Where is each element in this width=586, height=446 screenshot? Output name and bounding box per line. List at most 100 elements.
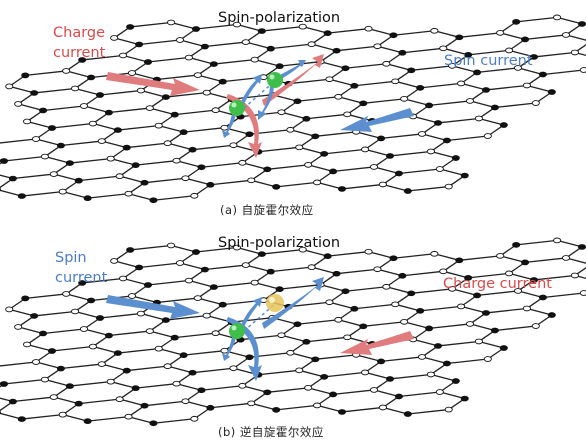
lattice-bond — [281, 334, 307, 343]
atom-filled — [350, 82, 359, 89]
lattice-bond — [443, 47, 469, 56]
atom-filled — [78, 57, 87, 63]
lattice-bond — [213, 281, 255, 288]
lattice-bond — [69, 157, 111, 164]
atom-filled — [332, 47, 341, 54]
atom-hollow — [145, 105, 154, 111]
atom-filled — [293, 98, 302, 105]
atom-hollow — [79, 326, 89, 332]
atom-hollow — [522, 305, 531, 312]
atom-hollow — [496, 30, 505, 36]
atom-hollow — [277, 332, 286, 339]
atom-filled — [191, 26, 201, 32]
lattice-bond — [195, 246, 237, 253]
atom-hollow — [154, 345, 163, 352]
spin-current-arrow — [106, 295, 200, 319]
lattice-bond — [373, 166, 400, 175]
atom-filled — [209, 61, 218, 67]
lattice-bond — [78, 175, 120, 182]
atom-filled — [170, 111, 179, 118]
atom-filled — [21, 295, 30, 302]
lattice-bond — [356, 131, 382, 140]
lattice-bond — [34, 310, 76, 317]
atom-hollow — [175, 260, 185, 266]
electron-ball-lower — [229, 323, 245, 339]
lattice-bond — [412, 338, 439, 347]
lattice-bond — [122, 54, 149, 63]
spin-current-label-line1: Spin — [55, 250, 87, 266]
lattice-bond — [434, 30, 460, 38]
lattice-bond — [533, 274, 575, 281]
atom-filled — [78, 280, 87, 286]
lattice-bond — [407, 185, 449, 192]
lattice-bond — [35, 138, 62, 147]
atom-hollow — [31, 136, 41, 142]
atom-hollow — [220, 124, 229, 131]
lattice-bond — [542, 292, 584, 299]
lattice-bond — [315, 131, 357, 137]
atom-hollow — [0, 410, 1, 415]
atom-filled — [74, 400, 83, 407]
atom-filled — [311, 356, 320, 363]
atom-hollow — [465, 321, 475, 327]
atom-filled — [188, 369, 197, 376]
lattice-bond — [245, 41, 271, 50]
atom-hollow — [444, 183, 453, 190]
atom-filled — [529, 54, 539, 60]
atom-hollow — [513, 65, 523, 71]
lattice-bond — [197, 74, 223, 83]
lattice-bond — [82, 54, 124, 61]
atom-hollow — [110, 35, 119, 41]
atom-hollow — [313, 179, 322, 186]
lattice-bond — [197, 297, 223, 306]
atom-filled — [47, 125, 57, 131]
lattice-bond — [381, 133, 423, 140]
panel-b-title: Spin-polarization — [218, 235, 341, 251]
lattice-bond — [18, 103, 44, 112]
atom-filled — [442, 137, 451, 144]
atom-hollow — [23, 118, 32, 125]
atom-filled — [83, 418, 92, 425]
atom-hollow — [241, 39, 250, 45]
atom-hollow — [119, 275, 128, 282]
lattice-bond — [324, 371, 366, 378]
atom-filled — [538, 71, 547, 78]
lattice-bond — [139, 39, 181, 46]
lattice-bond — [99, 89, 141, 96]
atom-hollow — [58, 188, 67, 195]
lattice-bond — [565, 257, 586, 264]
lattice-bond — [60, 140, 102, 147]
atom-hollow — [124, 190, 133, 197]
lattice-bond — [179, 262, 206, 271]
lattice-bond — [299, 369, 325, 378]
spin-current-label: Spin current — [444, 53, 533, 69]
atom-filled — [170, 334, 179, 341]
lattice-bond — [201, 162, 243, 168]
atom-filled — [425, 102, 434, 109]
atom-filled — [403, 188, 412, 194]
lattice-bond — [183, 350, 225, 356]
atom-hollow — [119, 52, 128, 59]
atom-filled — [320, 374, 329, 380]
lattice-bond — [297, 319, 339, 325]
lattice-bond — [477, 67, 519, 74]
atom-hollow — [417, 131, 427, 137]
lattice-bond — [363, 98, 405, 104]
lattice-bond — [192, 367, 234, 374]
atom-hollow — [71, 85, 80, 92]
atom-filled — [209, 284, 218, 290]
atom-hollow — [184, 277, 193, 284]
lattice-bond — [459, 32, 501, 38]
lattice-bond — [420, 82, 462, 89]
lattice-bond — [147, 56, 189, 63]
lattice-bond — [258, 146, 300, 153]
lattice-bond — [468, 49, 510, 56]
lattice-bond — [368, 28, 394, 36]
lattice-bond — [389, 150, 431, 157]
lattice-bond — [62, 413, 88, 422]
lattice-bond — [240, 334, 282, 341]
atom-filled — [320, 151, 329, 157]
charge-current-arrow — [106, 72, 200, 96]
lattice-bond — [347, 113, 373, 122]
atom-filled — [512, 242, 521, 248]
